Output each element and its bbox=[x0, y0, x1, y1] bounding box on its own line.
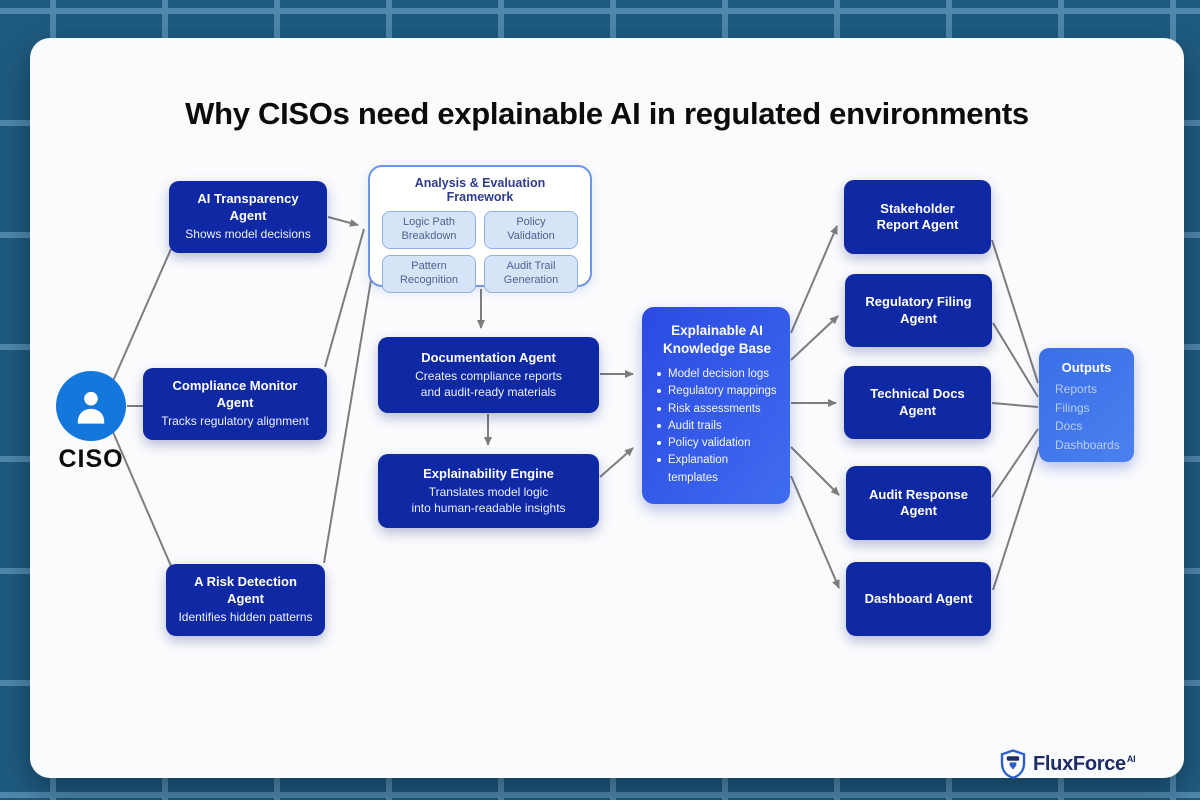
outputs-list: Reports Filings Docs Dashboards bbox=[1055, 380, 1126, 454]
bullet-dot bbox=[657, 372, 661, 377]
analysis-evaluation-framework: Analysis & Evaluation Framework Logic Pa… bbox=[368, 165, 592, 293]
framework-chip-logic-path: Logic Path Breakdown bbox=[382, 211, 476, 249]
kb-item-label: Explanation templates bbox=[668, 454, 729, 484]
bullet-dot bbox=[657, 423, 661, 428]
agent-subtitle: Translates model logic into human-readab… bbox=[411, 485, 566, 515]
shield-icon bbox=[1000, 749, 1026, 779]
agent-title: AI Transparency Agent bbox=[197, 191, 299, 223]
agent-title: Explainability Engine bbox=[423, 465, 554, 481]
agent-documentation: Documentation Agent Creates compliance r… bbox=[378, 337, 599, 413]
connector-kb-audit bbox=[790, 446, 840, 496]
connector-regulatory-outputs bbox=[992, 322, 1039, 398]
bullet-dot bbox=[657, 406, 661, 411]
kb-item: Regulatory mappings bbox=[654, 383, 780, 400]
connector-ciso-risk bbox=[112, 431, 172, 567]
kb-item-label: Audit trails bbox=[668, 419, 722, 432]
agent-title: Dashboard Agent bbox=[864, 590, 973, 606]
agent-technical-docs: Technical Docs Agent bbox=[844, 366, 991, 439]
outputs-item: Filings bbox=[1055, 400, 1090, 415]
kb-item-label: Model decision logs bbox=[668, 368, 770, 381]
framework-chip-policy-validation: Policy Validation bbox=[484, 211, 578, 249]
bullet-dot bbox=[657, 441, 661, 446]
agent-stakeholder-report: Stakeholder Report Agent bbox=[844, 180, 991, 254]
framework-chip-audit-trail: Audit Trail Generation bbox=[484, 255, 578, 293]
agent-title: Stakeholder Report Agent bbox=[876, 200, 959, 232]
kb-title: Explainable AI Knowledge Base bbox=[662, 323, 772, 356]
page-title: Why CISOs need explainable AI in regulat… bbox=[185, 96, 1029, 131]
agent-title: Documentation Agent bbox=[421, 349, 556, 365]
ciso-label: CISO bbox=[58, 445, 124, 473]
connector-kb-stakeholder bbox=[790, 225, 838, 334]
outputs-item: Reports bbox=[1055, 382, 1098, 396]
agent-subtitle: Shows model decisions bbox=[185, 226, 311, 241]
kb-item: Model decision logs bbox=[654, 366, 780, 383]
kb-item: Policy validation bbox=[654, 435, 780, 452]
bullet-dot bbox=[657, 458, 661, 463]
connector-audit-outputs bbox=[991, 428, 1039, 498]
kb-item: Explanation templates bbox=[654, 452, 780, 487]
kb-item-label: Regulatory mappings bbox=[668, 385, 777, 398]
agent-title: A Risk Detection Agent bbox=[194, 574, 297, 606]
agent-compliance-monitor: Compliance Monitor Agent Tracks regulato… bbox=[143, 368, 327, 440]
framework-title: Analysis & Evaluation Framework bbox=[414, 176, 546, 204]
kb-item-label: Policy validation bbox=[668, 437, 751, 450]
connector-technical-outputs bbox=[991, 402, 1039, 408]
agent-regulatory-filing: Regulatory Filing Agent bbox=[845, 274, 992, 347]
connector-dashboard-outputs bbox=[992, 446, 1040, 591]
agent-ai-transparency: AI Transparency Agent Shows model decisi… bbox=[169, 181, 327, 253]
fluxforce-logo: FluxForceAI bbox=[1000, 749, 1136, 779]
kb-item-label: Risk assessments bbox=[668, 402, 761, 415]
logo-name: FluxForce bbox=[1033, 752, 1126, 775]
kb-item: Risk assessments bbox=[654, 401, 780, 418]
agent-dashboard: Dashboard Agent bbox=[846, 562, 991, 636]
outputs-item: Docs bbox=[1055, 419, 1083, 434]
framework-grid: Logic Path Breakdown Policy Validation P… bbox=[382, 211, 578, 293]
connector-transparency-framework bbox=[327, 216, 359, 227]
kb-item: Audit trails bbox=[654, 418, 780, 435]
connector-stakeholder-outputs bbox=[991, 239, 1039, 384]
agent-title: Technical Docs Agent bbox=[870, 386, 965, 418]
logo-suffix: AI bbox=[1126, 753, 1136, 764]
person-icon bbox=[77, 391, 105, 424]
connector-risk-framework bbox=[323, 255, 376, 564]
agent-subtitle: Tracks regulatory alignment bbox=[161, 413, 309, 428]
outputs-title: Outputs bbox=[1061, 360, 1112, 375]
kb-list: Model decision logs Regulatory mappings … bbox=[654, 366, 780, 487]
explainable-ai-knowledge-base: Explainable AI Knowledge Base Model deci… bbox=[642, 307, 790, 504]
ciso-avatar bbox=[56, 371, 126, 441]
bullet-dot bbox=[657, 389, 661, 394]
connector-ciso-transparency bbox=[112, 248, 172, 382]
logo-text: FluxForceAI bbox=[1033, 752, 1136, 776]
connector-kb-regulatory bbox=[790, 315, 839, 361]
agent-audit-response: Audit Response Agent bbox=[846, 466, 991, 540]
outputs-box: Outputs Reports Filings Docs Dashboards bbox=[1039, 348, 1134, 462]
agent-title: Compliance Monitor Agent bbox=[172, 378, 298, 410]
agent-explainability-engine: Explainability Engine Translates model l… bbox=[378, 454, 599, 528]
connector-explainability-kb bbox=[599, 447, 634, 478]
agent-subtitle: Creates compliance reports and audit-rea… bbox=[415, 369, 562, 399]
agent-subtitle: Identifies hidden patterns bbox=[178, 609, 313, 624]
outputs-item: Dashboards bbox=[1055, 437, 1120, 452]
framework-chip-pattern-recognition: Pattern Recognition bbox=[382, 255, 476, 293]
connector-compliance-framework bbox=[324, 228, 365, 368]
agent-title: Regulatory Filing Agent bbox=[865, 294, 972, 326]
connector-kb-dashboard bbox=[790, 475, 840, 589]
agent-risk-detection: A Risk Detection Agent Identifies hidden… bbox=[166, 564, 325, 636]
agent-title: Audit Response Agent bbox=[869, 486, 968, 518]
